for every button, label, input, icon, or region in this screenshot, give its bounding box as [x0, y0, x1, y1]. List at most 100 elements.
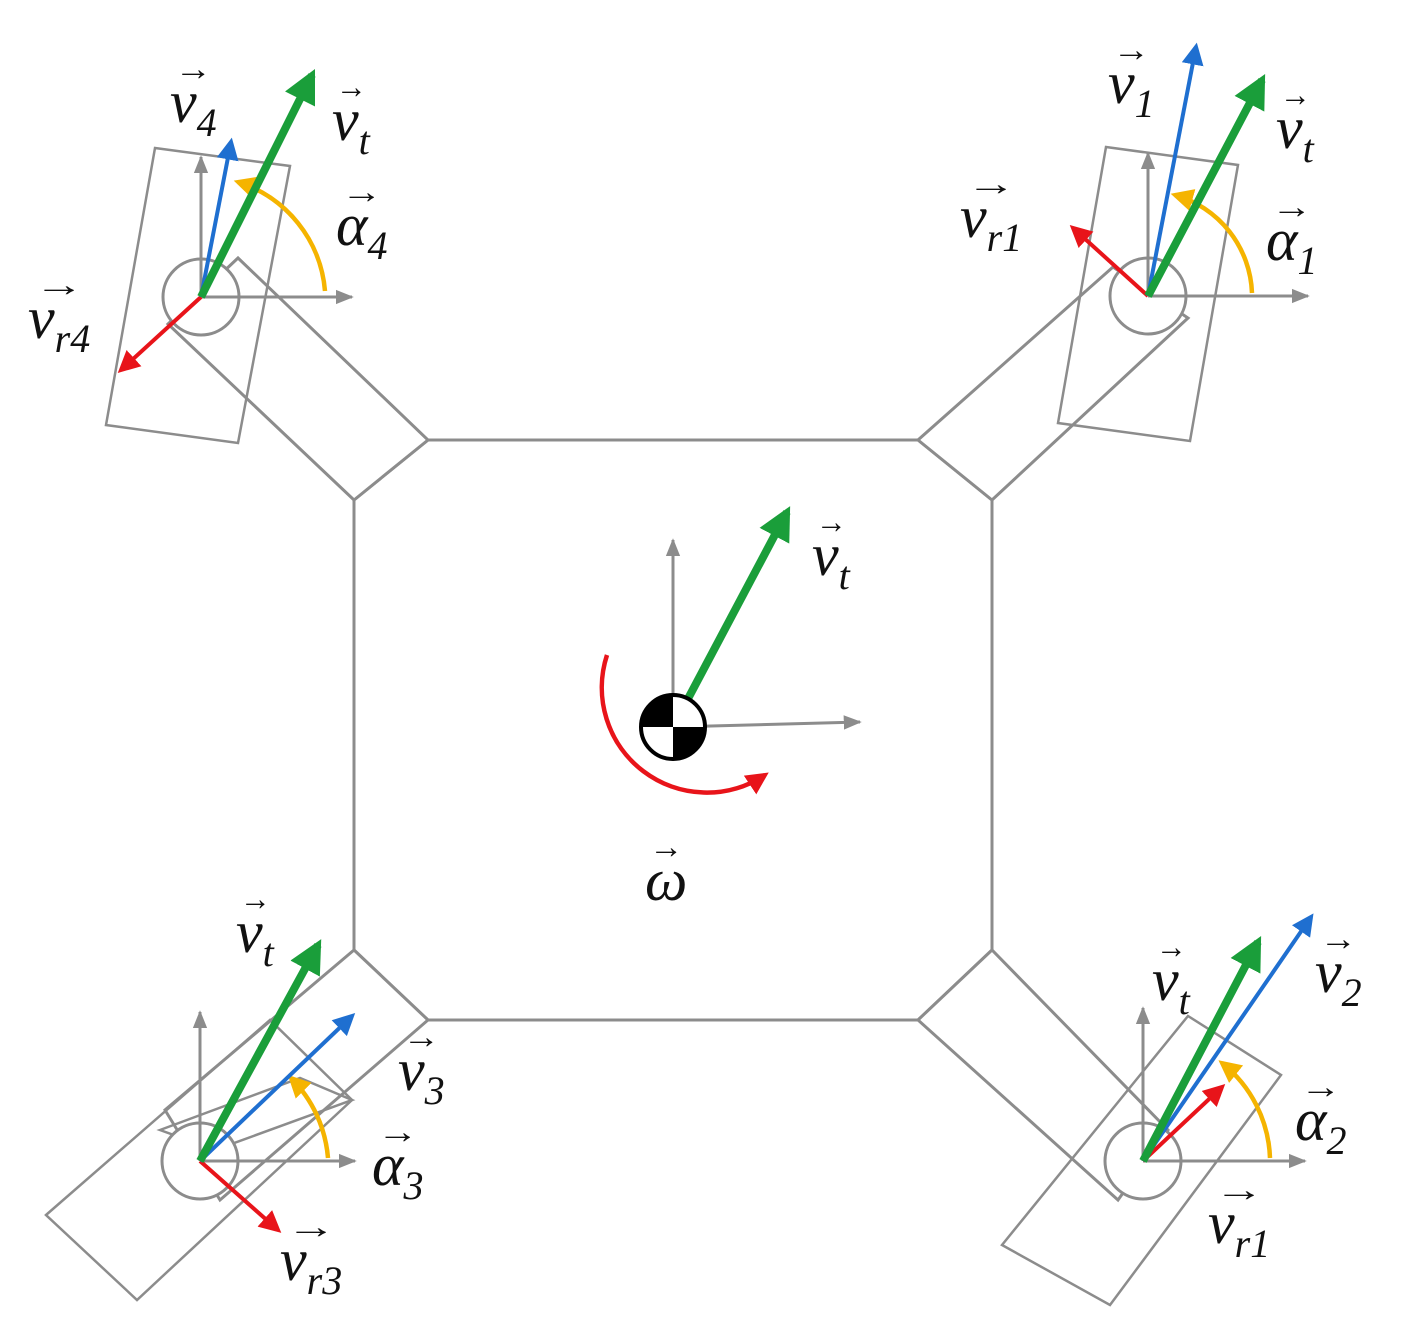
translation-velocity-3-arrow — [196, 939, 322, 1163]
wheel-4-vt-label-subscript: t — [359, 118, 371, 163]
wheel-4-outline — [104, 146, 292, 445]
wheel-2-v-label-symbol: v — [1315, 939, 1342, 1005]
wheel-4-alpha-label: α4→ — [336, 174, 388, 268]
wheel-1-vr-label: vr1→ — [960, 166, 1022, 260]
svg-text:vt: vt — [236, 899, 275, 975]
svg-text:ω: ω — [645, 847, 687, 913]
wheel-4-vr-label-subscript: r4 — [55, 316, 91, 361]
wheel-1-alpha-label-symbol: α — [1266, 207, 1299, 273]
wheel-2-vr-label-vector-accent: → — [1214, 1172, 1264, 1209]
wheel-4-v-label-symbol: v — [170, 69, 197, 135]
center-omega-label-vector-accent: → — [649, 829, 683, 866]
arm-top-right — [915, 265, 1191, 502]
svg-text:α2: α2 — [1295, 1087, 1347, 1163]
svg-text:vr1: vr1 — [960, 184, 1022, 260]
wheel-1-vt-label-vector-accent: → — [1280, 77, 1311, 114]
wheel-2-vt-label-symbol: v — [1152, 947, 1179, 1013]
svg-text:vt: vt — [812, 522, 851, 598]
steering-angle-1-arc — [1170, 189, 1255, 294]
wheel-3-v-label: v3→ — [398, 1019, 445, 1113]
wheel-3-vt-label-subscript: t — [263, 930, 275, 975]
wheel-2-vt-label: vt→ — [1152, 929, 1191, 1023]
wheel-module-3 — [44, 939, 357, 1302]
arm-bottom-right — [915, 947, 1170, 1203]
svg-text:α4: α4 — [336, 192, 388, 268]
translation-velocity-4-arrow — [197, 68, 316, 299]
wheel-1-vr-label-subscript: r1 — [987, 215, 1023, 260]
svg-text:v1: v1 — [1108, 50, 1155, 126]
wheel-4-vr-label-vector-accent: → — [34, 267, 84, 304]
wheel-2-alpha-label-symbol: α — [1295, 1087, 1328, 1153]
svg-text:v3: v3 — [398, 1037, 445, 1113]
wheel-2-vr-label: vr1→ — [1208, 1172, 1270, 1266]
wheel-3-v-label-vector-accent: → — [403, 1019, 440, 1056]
wheel-1-v-label-vector-accent: → — [1113, 32, 1150, 69]
wheel-2-vt-label-subscript: t — [1179, 978, 1191, 1023]
wheel-1-vt-label: vt→ — [1276, 77, 1315, 171]
translation-velocity-2-arrow — [1139, 936, 1262, 1163]
wheel-module-2 — [1000, 913, 1314, 1307]
wheel-2-vr-label-subscript: r1 — [1235, 1221, 1271, 1266]
wheel-3-alpha-label-subscript: 3 — [403, 1163, 424, 1208]
wheel-4-v-label-vector-accent: → — [175, 51, 212, 88]
svg-text:v4: v4 — [170, 69, 217, 145]
center-vt-label: vt→ — [812, 504, 851, 598]
wheel-3-vr-label: vr3→ — [280, 1209, 342, 1303]
svg-text:vt: vt — [1276, 95, 1315, 171]
wheel-velocity-4-arrow — [199, 137, 239, 298]
wheel-1-vt-label-subscript: t — [1303, 126, 1315, 171]
wheel-3-vr-label-symbol: v — [280, 1227, 307, 1293]
translation-velocity-1-arrow — [1144, 74, 1266, 298]
wheel-1-alpha-label-subscript: 1 — [1298, 238, 1318, 283]
rotation-velocity-2-arrow — [1141, 1083, 1226, 1163]
svg-text:vt: vt — [332, 87, 371, 163]
wheel-1-vt-label-symbol: v — [1276, 95, 1303, 161]
wheel-velocity-1-arrow — [1146, 42, 1204, 297]
svg-text:vt: vt — [1152, 947, 1191, 1023]
center-vt-label-symbol: v — [812, 522, 839, 588]
wheel-2-alpha-label-subscript: 2 — [1327, 1118, 1347, 1163]
wheel-velocity-3-arrow — [198, 1012, 356, 1163]
wheel-4-vt-label-symbol: v — [332, 87, 359, 153]
wheel-module-1 — [1056, 42, 1310, 443]
wheel-3-vt-label-symbol: v — [236, 899, 263, 965]
center-omega-label: ω→ — [645, 829, 687, 913]
wheel-1-alpha-label: α1→ — [1266, 189, 1318, 283]
wheel-2-v-label-vector-accent: → — [1320, 921, 1357, 958]
robot-center — [599, 506, 862, 795]
svg-text:α3: α3 — [372, 1132, 424, 1208]
wheel-3-alpha-label-symbol: α — [372, 1132, 405, 1198]
svg-text:v2: v2 — [1315, 939, 1362, 1015]
wheel-3-vr-label-vector-accent: → — [286, 1209, 336, 1246]
center-vt-label-subscript: t — [839, 553, 851, 598]
svg-text:α1: α1 — [1266, 207, 1318, 283]
wheel-4-v-label-subscript: 4 — [197, 100, 217, 145]
center-vt-label-vector-accent: → — [816, 504, 847, 541]
rotation-velocity-3-arrow — [198, 1159, 282, 1233]
wheel-2-outline — [1000, 1014, 1283, 1307]
svg-text:vr3: vr3 — [280, 1227, 342, 1303]
angular-velocity-arc — [599, 654, 769, 795]
wheel-4-alpha-label-vector-accent: → — [341, 174, 382, 211]
wheel-2-vt-label-vector-accent: → — [1156, 929, 1187, 966]
wheel-3-vt-label-vector-accent: → — [240, 881, 271, 918]
wheel-3-v-label-subscript: 3 — [424, 1068, 445, 1113]
wheel-1-alpha-label-vector-accent: → — [1271, 189, 1312, 226]
rotation-velocity-4-arrow — [117, 295, 203, 373]
center-translation-velocity-arrow — [669, 506, 791, 729]
wheel-4-v-label: v4→ — [170, 51, 217, 145]
wheel-1-vr-label-vector-accent: → — [966, 166, 1016, 203]
wheel-1-outline — [1056, 145, 1240, 443]
vector-labels: vt→ω→v4→vt→α4→vr4→v1→vt→vr1→α1→vt→v3→α3→… — [28, 32, 1362, 1303]
wheel-2-alpha-label: α2→ — [1295, 1069, 1347, 1163]
wheel-2-v-label: v2→ — [1315, 921, 1362, 1015]
wheel-3-vt-label: vt→ — [236, 881, 275, 975]
wheel-3-vr-label-subscript: r3 — [307, 1258, 343, 1303]
wheel-4-vt-label: vt→ — [332, 69, 371, 163]
wheel-velocity-2-arrow — [1141, 913, 1314, 1163]
wheel-1-vr-label-symbol: v — [960, 184, 987, 250]
wheel-3-alpha-label-vector-accent: → — [377, 1114, 418, 1151]
steering-angle-3-arc — [287, 1074, 331, 1159]
wheel-1-v-label-symbol: v — [1108, 50, 1135, 116]
